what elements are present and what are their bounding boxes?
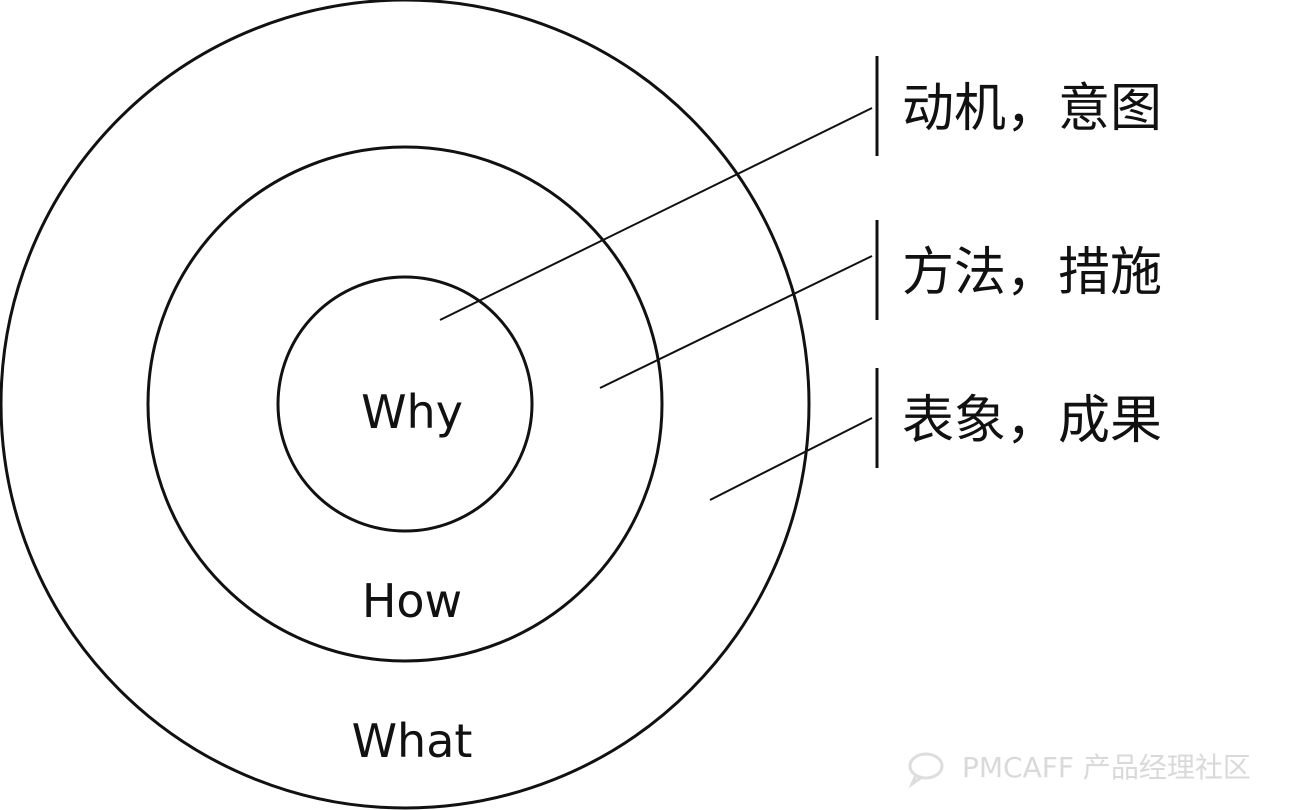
leader-line-how: [599, 255, 873, 389]
watermark-text: PMCAFF 产品经理社区: [962, 751, 1251, 784]
description-why: 动机，意图: [902, 79, 1162, 139]
middle-ring-how: [146, 145, 664, 663]
leader-line-what: [709, 417, 873, 501]
inner-ring-why: [276, 275, 534, 533]
description-how: 方法，措施: [902, 243, 1162, 303]
leader-line-why: [439, 107, 873, 321]
outer-ring-what: [0, 0, 811, 810]
ring-label-how: How: [362, 574, 462, 628]
description-what: 表象，成果: [902, 391, 1162, 451]
watermark: PMCAFF 产品经理社区: [908, 751, 1251, 789]
chat-bubble-icon: [908, 752, 944, 789]
ring-label-what: What: [352, 714, 473, 768]
ring-label-why: Why: [361, 385, 463, 439]
